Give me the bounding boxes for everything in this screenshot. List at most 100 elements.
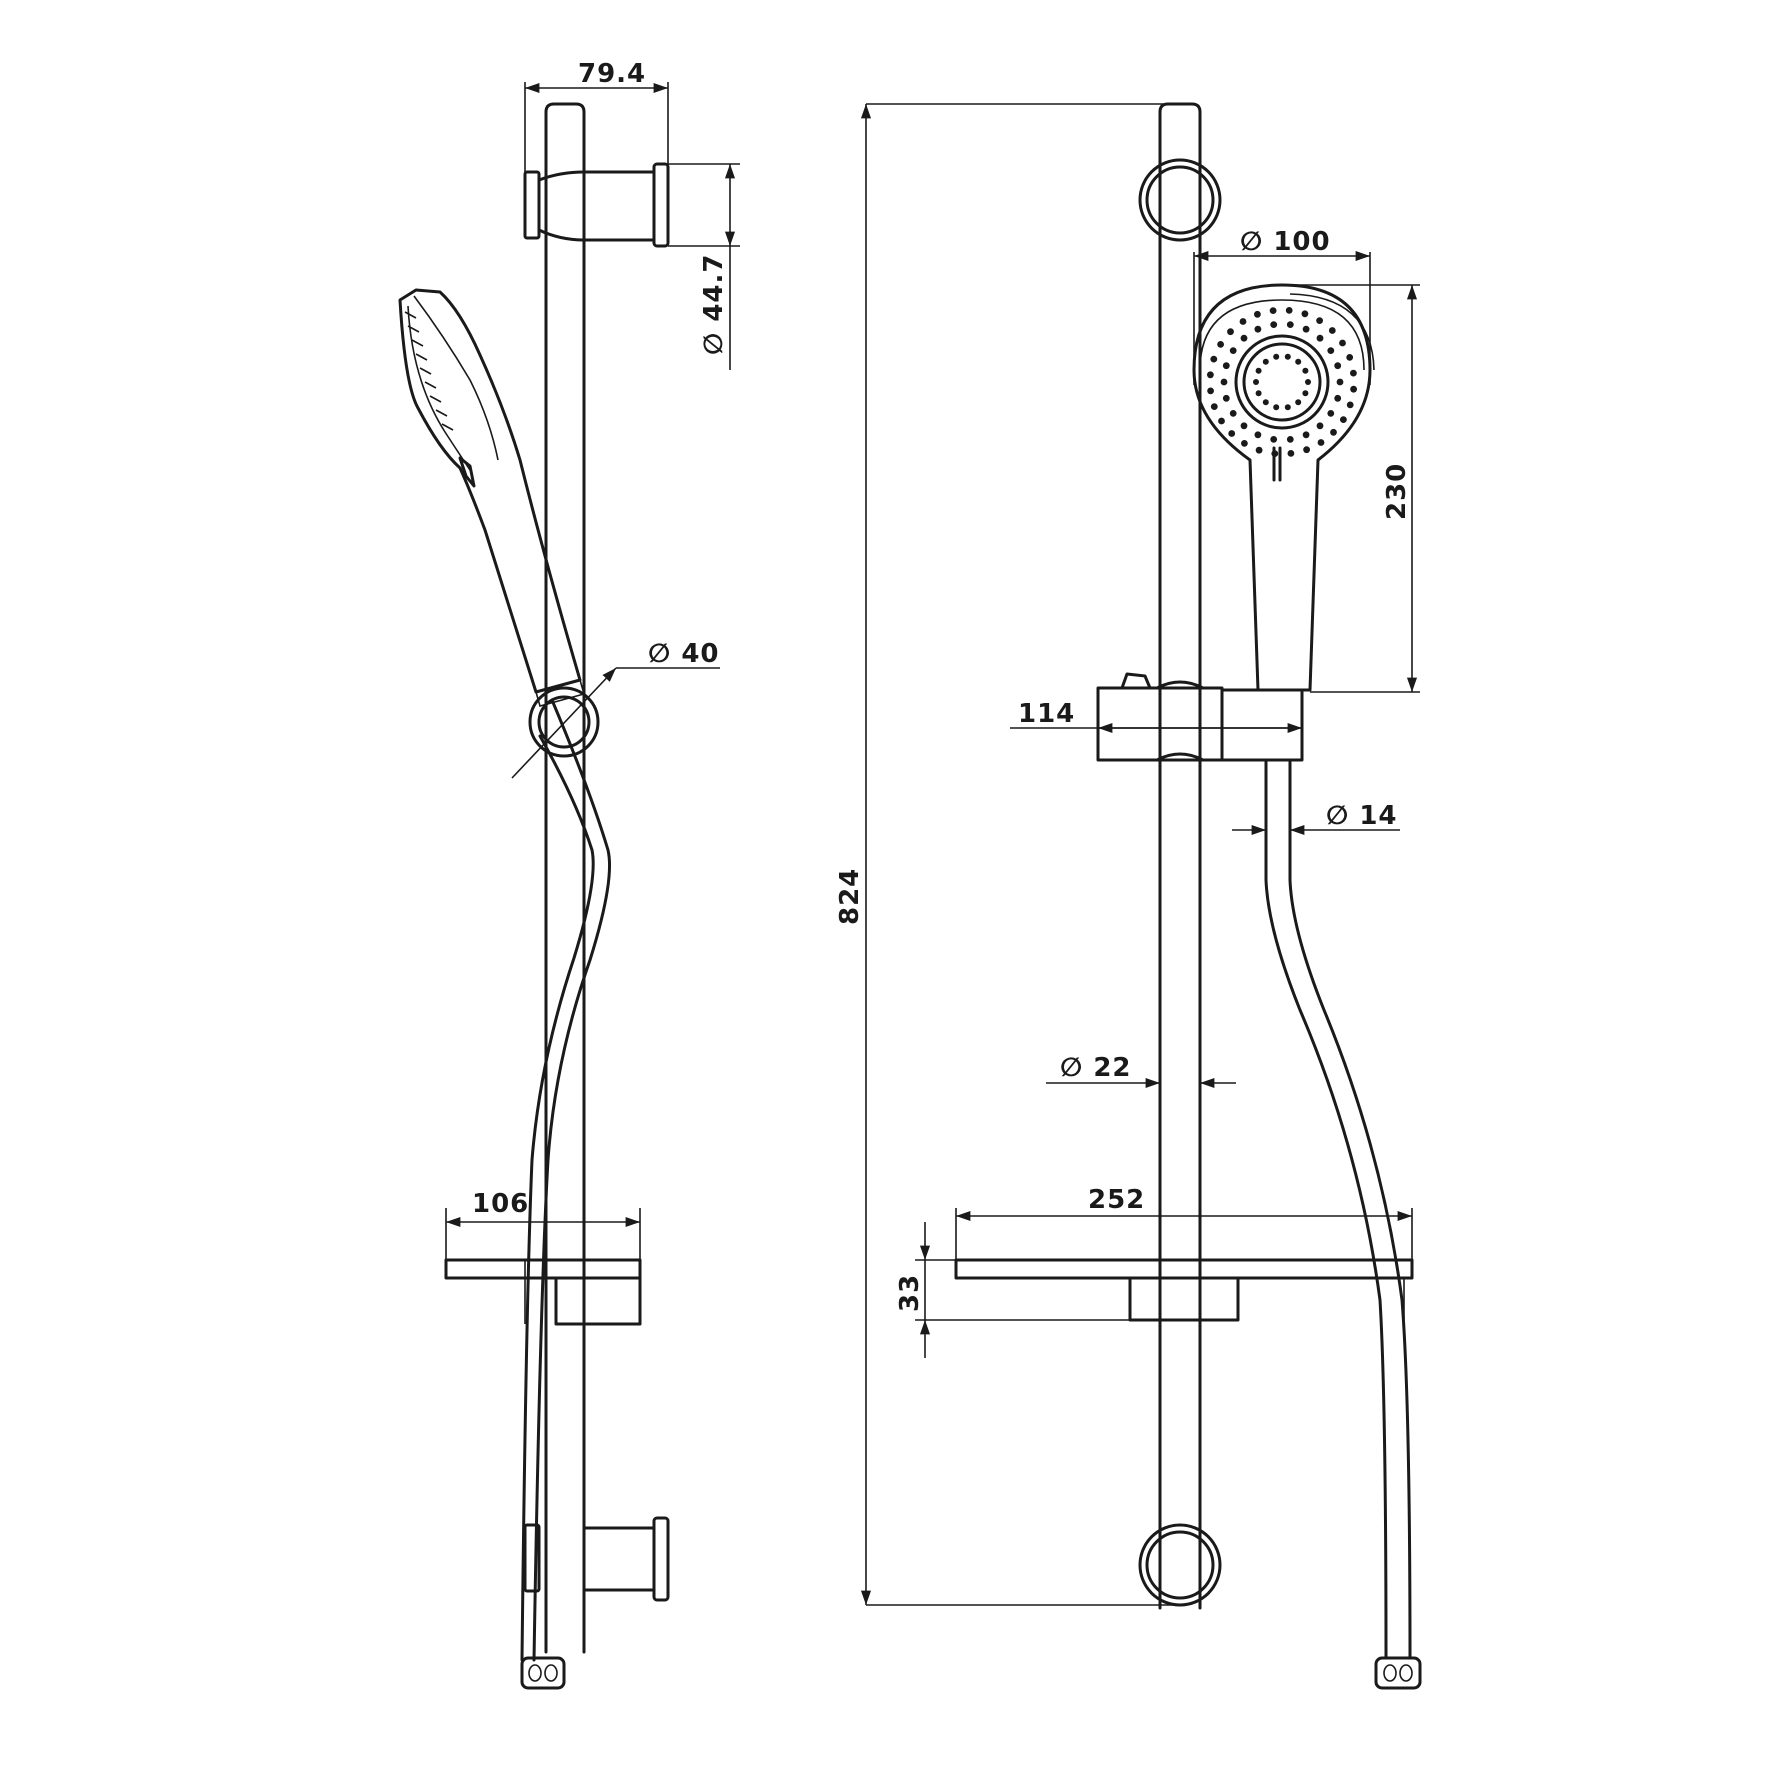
dim-252-label: 252 (1088, 1185, 1145, 1215)
nozzle-dot (1217, 341, 1224, 348)
dim-44-7-label: ∅ 44.7 (699, 254, 729, 355)
nozzle-dot (1255, 367, 1262, 374)
nozzle-dot (1327, 347, 1335, 354)
nozzle-dot (1286, 321, 1294, 328)
nozzle-dot (1254, 431, 1262, 439)
nozzle-dot (1229, 347, 1237, 354)
dim-114-label: 114 (1018, 699, 1075, 729)
side-soap-dish (444, 1258, 642, 1326)
nozzle-dot (1302, 431, 1310, 439)
side-rail (544, 102, 586, 1654)
dim-79-4: 79.4 (524, 59, 669, 172)
nozzle-dot (1220, 378, 1228, 386)
dim-33: 33 (895, 1222, 1130, 1358)
nozzle-dot (1336, 378, 1344, 386)
nozzle-dot (1269, 307, 1277, 314)
nozzle-dot (1262, 358, 1269, 365)
spray-nozzles (1207, 307, 1357, 457)
nozzle-dot (1239, 318, 1247, 325)
dim-824-label: 824 (835, 868, 865, 925)
nozzle-dot (1334, 394, 1342, 402)
nozzle-dot (1271, 450, 1279, 457)
nozzle-dot (1305, 379, 1311, 385)
nozzle-dot (1222, 394, 1230, 402)
front-handshower (1192, 283, 1375, 692)
front-slider-holder (1096, 672, 1304, 762)
dim-79-4-label: 79.4 (578, 59, 646, 89)
nozzle-dot (1346, 354, 1354, 361)
nozzle-dot (1210, 403, 1218, 410)
nozzle-dot (1255, 390, 1262, 397)
nozzle-dot (1316, 334, 1324, 342)
nozzle-dot (1316, 317, 1323, 324)
dim-14: ∅ 14 (1232, 801, 1400, 836)
nozzle-dot (1270, 436, 1278, 443)
dim-40-label: ∅ 40 (648, 639, 720, 669)
nozzle-dot (1262, 399, 1269, 406)
nozzle-dot (1286, 436, 1294, 443)
nozzle-dot (1284, 404, 1291, 411)
nozzle-dot (1270, 321, 1278, 328)
side-view: 79.4 ∅ 44.7 ∅ 40 106 (398, 59, 740, 1690)
dim-100-label: ∅ 100 (1240, 227, 1331, 257)
front-view: 824 ∅ 100 230 114 ∅ 14 (835, 102, 1422, 1690)
nozzle-dot (1350, 369, 1357, 377)
nozzle-dot (1273, 404, 1280, 411)
dim-106: 106 (445, 1189, 641, 1260)
nozzle-dot (1302, 390, 1309, 397)
side-top-bracket (523, 162, 670, 248)
side-hose (520, 698, 611, 1690)
nozzle-dot (1207, 387, 1214, 395)
nozzle-dot (1287, 450, 1295, 457)
nozzle-dot (1340, 416, 1347, 423)
nozzle-dot (1227, 328, 1234, 336)
nozzle-dot (1284, 353, 1291, 360)
front-hose (1264, 758, 1422, 1690)
nozzle-dot (1241, 440, 1248, 447)
nozzle-dot (1240, 422, 1248, 430)
nozzle-dot (1316, 422, 1324, 430)
dim-33-label: 33 (895, 1274, 925, 1312)
nozzle-dot (1285, 307, 1293, 314)
nozzle-dot (1350, 385, 1357, 393)
dim-22: ∅ 22 (1046, 1053, 1236, 1089)
dim-230: 230 (1282, 284, 1420, 693)
dim-114: 114 (1010, 699, 1302, 734)
side-handset-holder (528, 686, 600, 758)
nozzle-dot (1273, 353, 1280, 360)
side-handshower (398, 288, 585, 707)
dim-100: ∅ 100 (1193, 227, 1371, 385)
nozzle-dot (1301, 310, 1309, 318)
nozzle-dot (1302, 325, 1310, 333)
dim-44-7: ∅ 44.7 (668, 163, 740, 370)
nozzle-dot (1255, 446, 1263, 454)
nozzle-dot (1334, 362, 1342, 370)
nozzle-dot (1346, 401, 1354, 409)
dim-824: 824 (835, 103, 1180, 1606)
nozzle-dot (1229, 410, 1237, 417)
dim-14-label: ∅ 14 (1326, 801, 1398, 831)
nozzle-dot (1327, 410, 1335, 417)
nozzle-dot (1302, 367, 1309, 374)
nozzle-dot (1339, 339, 1346, 347)
nozzle-dot (1222, 362, 1230, 370)
nozzle-dot (1328, 327, 1336, 334)
nozzle-dot (1295, 358, 1302, 365)
nozzle-dot (1210, 355, 1218, 363)
nozzle-dot (1295, 399, 1302, 406)
nozzle-dot (1254, 310, 1261, 318)
front-bottom-bracket (1138, 1523, 1222, 1607)
nozzle-dot (1253, 379, 1259, 385)
front-soap-dish (954, 1258, 1414, 1322)
nozzle-dot (1218, 417, 1225, 425)
nozzle-dot (1207, 371, 1214, 379)
side-bottom-bracket (523, 1516, 670, 1602)
nozzle-dot (1228, 430, 1236, 437)
dim-106-label: 106 (472, 1189, 529, 1219)
dim-230-label: 230 (1382, 463, 1412, 520)
dim-40: ∅ 40 (511, 639, 720, 779)
nozzle-dot (1317, 439, 1325, 446)
nozzle-dot (1240, 334, 1248, 342)
nozzle-dot (1303, 446, 1310, 454)
